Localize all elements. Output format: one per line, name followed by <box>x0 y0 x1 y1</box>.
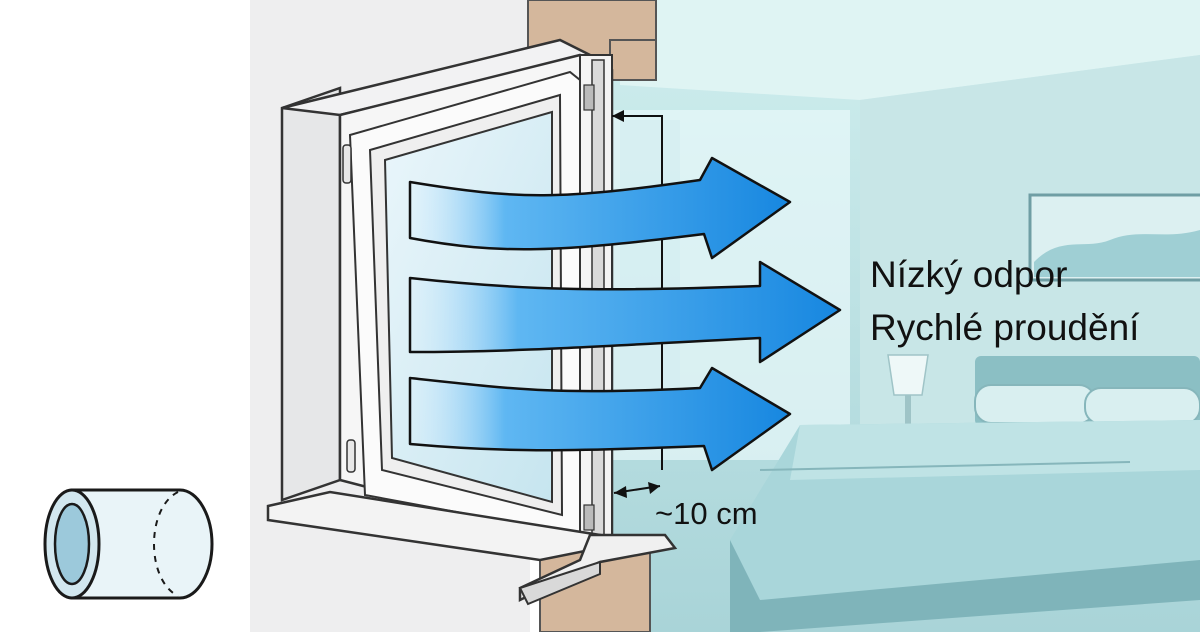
gap-measurement <box>612 110 663 498</box>
pillow <box>1084 387 1200 425</box>
pillow <box>974 384 1096 424</box>
annotation-line-2: Rychlé proudění <box>870 307 1140 348</box>
bedside-lamp <box>887 354 929 425</box>
wall-picture <box>1028 193 1200 282</box>
bed <box>730 420 1200 632</box>
airflow-arrows <box>408 156 842 472</box>
airflow-arrow-icon <box>408 366 792 472</box>
annotation-line-1: Nízký odpor <box>870 254 1068 295</box>
tube-icon <box>43 488 214 600</box>
airflow-arrow-icon <box>408 260 842 364</box>
airflow-arrow-icon <box>408 156 792 260</box>
double-arrow-icon <box>613 482 661 498</box>
gap-size-label: ~10 cm <box>655 496 758 531</box>
window-handle <box>342 144 352 184</box>
window-hinge <box>346 439 356 473</box>
